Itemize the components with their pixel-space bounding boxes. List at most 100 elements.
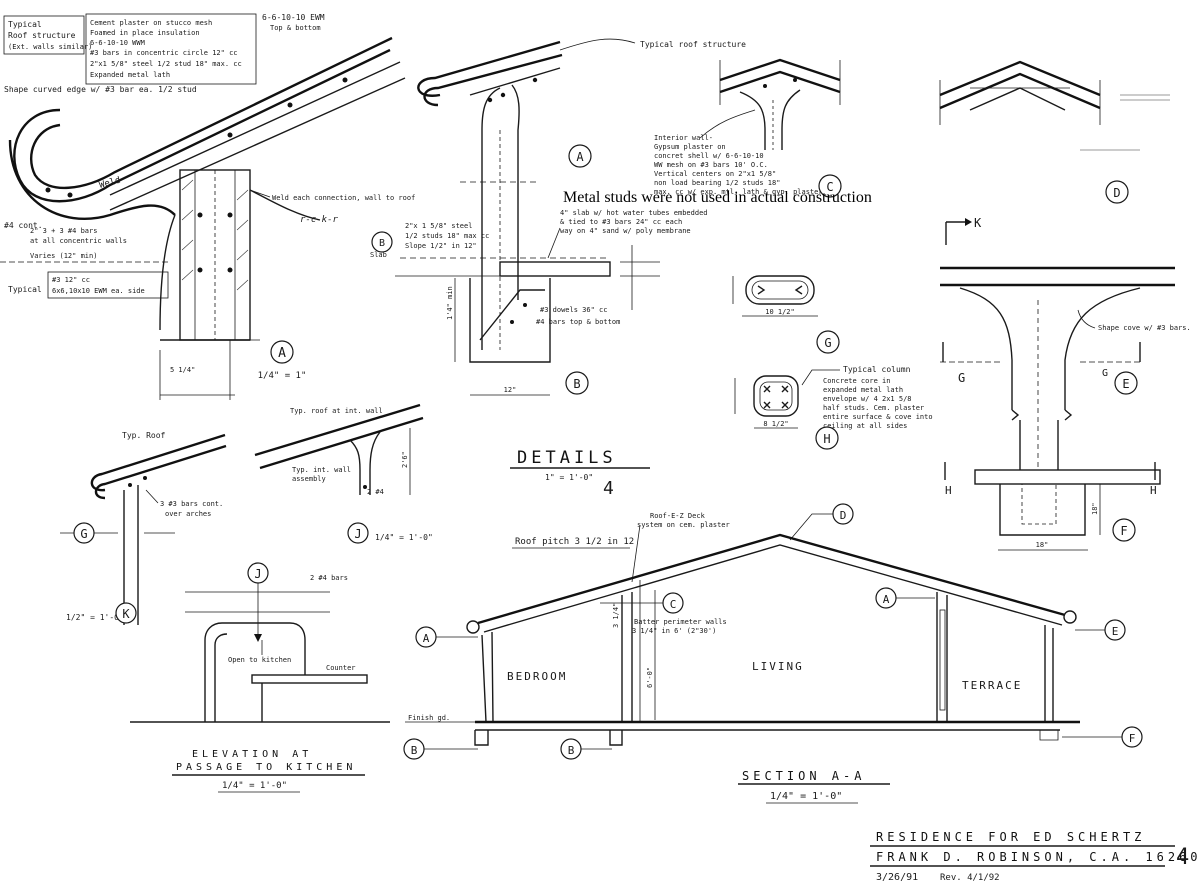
curved-edge-outer: [8, 139, 176, 220]
spec-box: [85, 13, 257, 85]
roof-inner-surface: [30, 36, 393, 189]
bars-note-1: 2" 3 + 3 #4 bars: [30, 227, 97, 235]
wall-note-7: max. cc w/ exp. mtl. lath & gyp. plaster…: [654, 188, 827, 196]
assembly-2: assembly: [292, 475, 326, 483]
spec-line-3: 6-6-10-10 WWM: [90, 39, 145, 47]
section-title: SECTION A-A: [742, 769, 865, 783]
wall-note-5: Vertical centers on 2"x1 5/8": [654, 170, 776, 178]
typ-roof-label: Typ. Roof: [122, 431, 166, 440]
interior-wall-right: [936, 592, 948, 722]
wall-cove-right: [249, 189, 321, 221]
detail-c: Interior wall- Gypsum plaster on concret…: [654, 58, 842, 198]
title-residence: RESIDENCE FOR ED SCHERTZ: [876, 830, 1145, 844]
col-e-note-6: ceiling at all sides: [823, 422, 907, 430]
slab-word: Slab: [370, 251, 387, 259]
section-c-label: C: [670, 598, 677, 611]
typ-roof-bottom: [94, 444, 227, 500]
section-f-label: F: [1129, 732, 1136, 745]
spec-line-6: Expanded metal lath: [90, 71, 170, 79]
roof-curl-soffit: [469, 67, 561, 96]
roof-edge-left: [466, 620, 480, 634]
col-e-note-4: half studs. Cem. plaster: [823, 404, 924, 412]
detail-g-bubble-label: G: [824, 336, 831, 350]
section-a-top-label: A: [883, 593, 890, 606]
section-a-left-label: A: [423, 632, 430, 645]
typical-column-title: Typical column: [843, 365, 911, 374]
detail-k: 1/2" = 1'-0" K: [66, 602, 137, 624]
roof-curl-bottom: [423, 53, 563, 107]
detail-b: Typical roof structure A B Slab 2"x 1 5/…: [370, 38, 746, 396]
slab-note-3: way on 4" sand w/ poly membrane: [560, 227, 691, 235]
column-right-cove: [1064, 287, 1141, 410]
ridge-soffit: [969, 87, 1066, 111]
col-note-2: 6x6,10x10 EWM ea. side: [52, 287, 145, 295]
detail-f-bubble-label: F: [1120, 524, 1127, 538]
detail-a-ext-walls: (Ext. walls similar): [8, 43, 92, 51]
j-roof-bottom: [259, 416, 424, 470]
interior-wall-left: [621, 592, 633, 722]
shape-cove-note: Shape cove w/ #3 bars.: [1098, 324, 1191, 332]
weld-each-note: Weld each connection, wall to roof: [272, 194, 415, 202]
detail-j-label: Typ. roof at int. wall: [290, 407, 383, 415]
roof-curl-top: [417, 40, 561, 97]
wall-note-6: non load bearing 1/2 studs 18": [654, 179, 780, 187]
k-marker: K: [974, 216, 982, 230]
detail-d-bubble-label: D: [1113, 186, 1120, 200]
col-e-note-5: entire surface & cove into: [823, 413, 933, 421]
detail-a-bubble: [270, 340, 294, 364]
g-left: G: [958, 371, 965, 385]
detail-c-bubble-label: C: [826, 180, 833, 194]
dowels-note: #3 dowels 36" cc: [540, 306, 607, 314]
stud-note-2: 1/2 studs 18" max cc: [405, 232, 489, 240]
detail-j-bubble: [347, 522, 369, 544]
floor-slab: [499, 261, 611, 277]
elevation-j-label: J: [254, 567, 261, 581]
room-terrace: TERRACE: [962, 679, 1022, 692]
slab-bubble-label: B: [379, 238, 385, 249]
batter-note: Batter perimeter walls: [634, 618, 727, 626]
detail-a-scale: 1/4" = 1": [258, 371, 307, 381]
typical-label-box: [3, 15, 85, 55]
detail-d: D: [939, 60, 1170, 204]
col-e-note-3: envelope w/ 4 2x1 5/8: [823, 395, 912, 403]
roof-bottom-line: [109, 61, 401, 196]
col-note-1: #3 12" cc: [52, 276, 90, 284]
roof-c-top: [719, 58, 841, 82]
typ-roof-bars-2: over arches: [165, 510, 211, 518]
title-architect: FRANK D. ROBINSON, C.A. 16260: [876, 850, 1200, 864]
typ-roof-bubble: [73, 522, 95, 544]
wall-b-left: [481, 87, 501, 350]
open-to-kitchen: Open to kitchen: [228, 656, 291, 664]
roof-structure-label: Typical roof structure: [640, 40, 746, 49]
wall-c-right: [781, 89, 801, 150]
column-floor-slab: [974, 469, 1161, 485]
g-right: G: [1102, 368, 1108, 379]
h-right: H: [1150, 484, 1157, 497]
bedroom-exterior-wall: [481, 631, 494, 723]
batter-note-2: 3 1/4" in 6' (2"30'): [632, 627, 716, 635]
title-date: 3/26/91: [876, 872, 918, 883]
detail-h-bubble-label: H: [823, 432, 830, 446]
roof-edge-right: [1063, 610, 1077, 624]
column-section-h-outer: [753, 375, 799, 417]
detail-e-bubble: [1114, 371, 1138, 395]
stud-note-3: Slope 1/2" in 12": [405, 242, 477, 250]
slab-note-2: & tied to #3 bars 24" cc each: [560, 218, 682, 226]
column-footing: [999, 484, 1086, 536]
detail-b-bubble-label: B: [573, 377, 580, 391]
ridge-top: [939, 60, 1101, 97]
roof-deck-note-2: system on cem. plaster: [637, 521, 730, 529]
section-b-left-label: B: [411, 744, 418, 757]
section-roof-top: [477, 533, 1066, 625]
col-e-note-1: Concrete core in: [823, 377, 890, 385]
dowel-bar: [479, 289, 545, 341]
varies-note: Varies (12" min): [30, 252, 97, 260]
roof-deck-note-1: Roof-E-Z Deck: [650, 512, 706, 520]
wall-note-4: WW mesh on #3 bars 10' O.C.: [654, 161, 768, 169]
roof-top-surface: [13, 48, 391, 203]
section-b-mid-label: B: [568, 744, 575, 757]
bars-tb-note: #4 bars top & bottom: [536, 318, 620, 326]
wall-note-2: Gypsum plaster on: [654, 143, 726, 151]
details-heading: DETAILS 1" = 1'-0" 4: [510, 448, 650, 499]
